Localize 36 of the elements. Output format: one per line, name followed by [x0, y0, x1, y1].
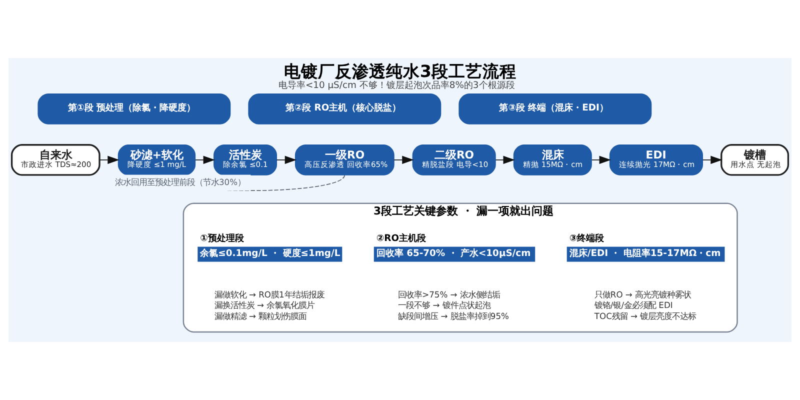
node-box: 混床/EDI ・ 电阻率15-17MΩ・cm — [566, 246, 725, 262]
node-label: 漏换活性炭 → 余氯氧化膜片 — [214, 300, 315, 310]
node-box: 第②段 RO主机（核心脱盐） — [248, 94, 442, 124]
node-box: 回收率 65-70% ・ 产水<10μS/cm — [374, 246, 536, 262]
arrow — [276, 156, 297, 164]
node-label: 回收率>75% → 浓水侧结垢 — [398, 289, 500, 300]
node-label: 镀铬/银/金必须配 EDI — [594, 300, 673, 310]
node-label: ①预处理段 — [200, 232, 244, 244]
node-box: EDI 连续抛光 17MΩ・cm — [609, 144, 703, 176]
node-box: 自来水 市政进水 TDS≈200 — [10, 144, 100, 176]
arrow — [591, 156, 611, 164]
arrow — [495, 156, 515, 164]
node-box: 第③段 终端（混床・EDI） — [458, 94, 652, 124]
node-label: 缺段间增压 → 脱盐率掉到95% — [398, 311, 509, 322]
node-label: TOC残留 → 镀层亮度不达标 — [594, 311, 696, 322]
node-label: ②RO主机段 — [376, 232, 426, 244]
node-label: 只做RO → 高光亮镀种雾状 — [594, 289, 692, 300]
node-box: 一级RO 高压反渗透 回收率65% — [294, 144, 394, 176]
arrow — [702, 156, 722, 164]
arrow — [394, 156, 414, 164]
node-box: 第①段 预处理（除氯・降硬度） — [38, 94, 231, 124]
arrow — [195, 156, 215, 164]
diagram-title: 电镀厂反渗透纯水3段工艺流程 — [284, 61, 517, 82]
node-box: 二级RO 精脱盐段 电导<10 — [412, 144, 496, 176]
caption: 电导率<10 µS/cm 不够！镀层起泡次品率8%的3个根源段 — [278, 80, 515, 91]
node-label: ③终端段 — [569, 232, 604, 244]
node-box: 活性炭 除余氯 ≤0.1 — [214, 144, 277, 176]
node-box: 砂滤+软化 降硬度 ≤1 mg/L — [118, 144, 196, 176]
node-label: 一段不够 → 镀件点状起泡 — [398, 300, 490, 310]
edge-label: 浓水回用至预处理前段（节水30%） — [114, 177, 246, 188]
node-box: 余氯≤0.1mg/L ・ 硬度≤1mg/L — [198, 246, 342, 262]
node-box: 混床 精抛 15MΩ・cm — [513, 144, 592, 176]
node-label: 漏做精滤 → 颗粒划伤膜面 — [214, 311, 307, 322]
node-box: 镀槽 用水点 无起泡 — [720, 144, 790, 176]
node-label: 漏做软化 → RO膜1年结垢报废 — [214, 289, 324, 300]
arrow — [99, 156, 120, 164]
